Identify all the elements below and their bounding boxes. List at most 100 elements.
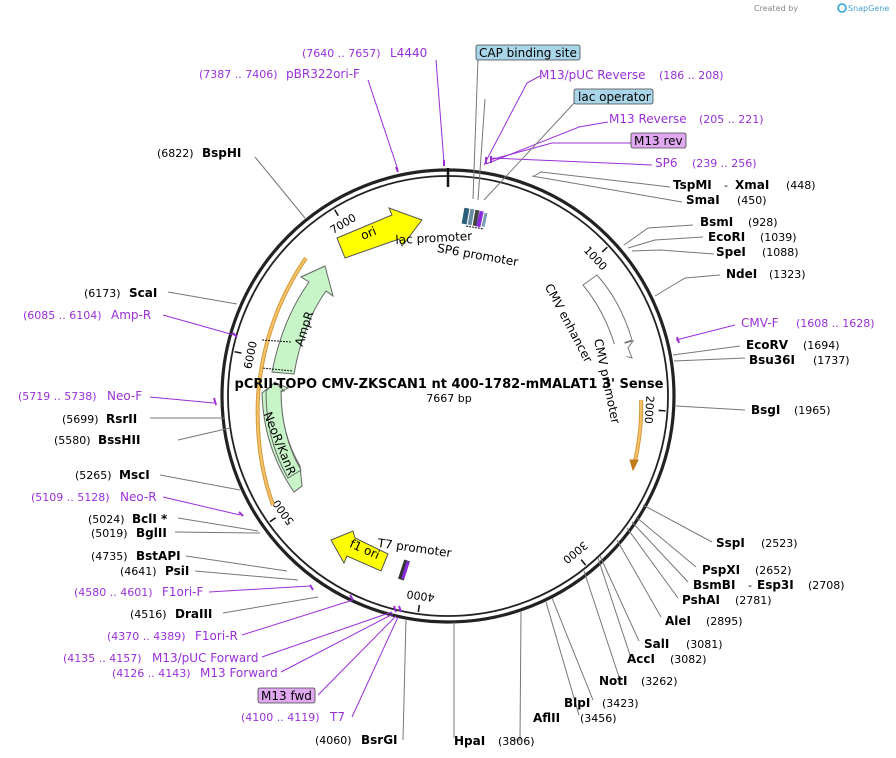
site-bsphi-pos: (6822) <box>157 147 194 160</box>
site-cmvf-name[interactable]: CMV-F <box>741 316 779 330</box>
site-bsmbi-name[interactable]: BsmBI <box>693 578 735 592</box>
site-hpai-pos: (3806) <box>498 735 535 748</box>
site-bsshii-pos: (5580) <box>54 434 91 447</box>
site-t7-pos: (4100 .. 4119) <box>241 711 320 724</box>
site-pshai-name[interactable]: PshAI <box>682 593 720 607</box>
site-bsmbi-pos: (2708) <box>808 579 845 592</box>
cap-binding-site-box[interactable]: CAP binding site <box>475 44 581 61</box>
site-bsgi-pos: (1965) <box>794 404 831 417</box>
site-tspmi-name[interactable]: TspMI <box>673 178 712 192</box>
site-m13-rev-name[interactable]: M13 Reverse <box>609 112 687 126</box>
site-rsrii-name[interactable]: RsrII <box>106 412 137 426</box>
m13-rev-label: M13 rev <box>634 134 683 148</box>
site-ecorv-name[interactable]: EcoRV <box>746 338 789 352</box>
leader-lines <box>149 57 746 741</box>
tick-mark-6000 <box>234 350 242 354</box>
site-alei-name[interactable]: AleI <box>665 614 691 628</box>
tick-mark-3000 <box>580 559 587 566</box>
ampr-feature[interactable] <box>271 265 334 375</box>
site-ecorv-pos: (1694) <box>803 339 840 352</box>
site-aflii-name[interactable]: AflII <box>533 711 560 725</box>
site-sali-name[interactable]: SalI <box>644 637 669 651</box>
site-m13-rev-pos: (205 .. 221) <box>699 113 764 126</box>
site-bcli-name[interactable]: BclI * <box>132 512 168 526</box>
site-l4440-name[interactable]: L4440 <box>390 46 427 60</box>
site-sp6-name[interactable]: SP6 <box>655 156 678 170</box>
site-sspi-pos: (2523) <box>761 537 798 550</box>
site-m13-fwd-pos: (4126 .. 4143) <box>112 667 191 680</box>
site-draiii-name[interactable]: DraIII <box>175 607 212 621</box>
site-bsu36i-name[interactable]: Bsu36I <box>749 353 795 367</box>
site-xmai-name[interactable]: XmaI <box>735 178 769 192</box>
site-pbr322-pos: (7387 .. 7406) <box>199 68 278 81</box>
tick-label-6000: 6000 <box>241 340 259 370</box>
site-pspxi-name[interactable]: PspXI <box>702 563 740 577</box>
site-pshai-pos: (2781) <box>735 594 772 607</box>
site-f1orir-name[interactable]: F1ori-R <box>195 629 238 643</box>
site-neof-name[interactable]: Neo-F <box>107 389 142 403</box>
ori-feature[interactable] <box>336 207 423 259</box>
site-sali-pos: (3081) <box>686 638 723 651</box>
site-pbr322-name[interactable]: pBR322ori-F <box>286 67 360 81</box>
lac-operator-box[interactable]: lac operator <box>573 88 654 105</box>
site-bstapi-name[interactable]: BstAPI <box>136 549 181 563</box>
site-neof-pos: (5719 .. 5738) <box>18 390 97 403</box>
site-msci-name[interactable]: MscI <box>119 468 150 482</box>
site-sspi-name[interactable]: SspI <box>716 536 745 550</box>
site-blpi-name[interactable]: BlpI <box>564 696 590 710</box>
tick-mark-7000 <box>334 209 339 217</box>
site-hpai-name[interactable]: HpaI <box>454 734 485 748</box>
site-bsphi-name[interactable]: BspHI <box>202 146 241 160</box>
site-draiii-pos: (4516) <box>130 608 167 621</box>
site-t7-name[interactable]: T7 <box>329 710 345 724</box>
site-esp3i-name[interactable]: Esp3I <box>757 578 794 592</box>
site-ndei-name[interactable]: NdeI <box>726 267 757 281</box>
site-smai-pos: (450) <box>737 194 767 207</box>
tick-mark-4000 <box>417 604 421 613</box>
cmv-enhancer-label: CMV enhancer <box>542 281 595 365</box>
site-m13puc-rev-pos: (186 .. 208) <box>659 69 724 82</box>
tick-label-3000: 3000 <box>560 538 590 566</box>
site-aflii-pos: (3456) <box>580 712 617 725</box>
site-f1orif-name[interactable]: F1ori-F <box>162 585 203 599</box>
site-neor-name[interactable]: Neo-R <box>120 490 157 504</box>
site-pspxi-pos: (2652) <box>755 564 792 577</box>
f1ori-feature[interactable] <box>330 530 389 572</box>
site-bsshii-name[interactable]: BssHII <box>98 433 140 447</box>
tick-mark-5000 <box>269 517 277 523</box>
site-bglii-name[interactable]: BglII <box>136 526 167 540</box>
site-ndei-pos: (1323) <box>769 268 806 281</box>
site-ecori-name[interactable]: EcoRI <box>708 230 745 244</box>
site-blpi-pos: (3423) <box>602 697 639 710</box>
site-bsmi-name[interactable]: BsmI <box>700 215 733 229</box>
sp6-block <box>476 210 484 228</box>
site-spei-pos: (1088) <box>762 246 799 259</box>
site-bsmi-pos: (928) <box>748 216 778 229</box>
site-spei-name[interactable]: SpeI <box>716 245 746 259</box>
site-noti-name[interactable]: NotI <box>599 674 628 688</box>
site-smai-name[interactable]: SmaI <box>686 193 720 207</box>
site-acci-name[interactable]: AccI <box>627 652 655 666</box>
site-psii-pos: (4641) <box>120 565 157 578</box>
site-psii-name[interactable]: PsiI <box>165 564 189 578</box>
site-bsgi-name[interactable]: BsgI <box>751 403 780 417</box>
site-m13-fwd-name[interactable]: M13 Forward <box>200 666 278 680</box>
m13-fwd-box[interactable]: M13 fwd <box>257 687 316 704</box>
site-bsrgi-name[interactable]: BsrGI <box>361 733 398 747</box>
plasmid-size: 7667 bp <box>426 392 471 405</box>
site-m13puc-rev-name[interactable]: M13/pUC Reverse <box>539 68 646 82</box>
svg-text:-: - <box>748 579 752 592</box>
site-m13puc-fwd-name[interactable]: M13/pUC Forward <box>152 651 259 665</box>
site-ampr-name[interactable]: Amp-R <box>111 308 151 322</box>
site-acci-pos: (3082) <box>670 653 707 666</box>
site-scai-name[interactable]: ScaI <box>129 286 157 300</box>
site-bsu36i-pos: (1737) <box>813 354 850 367</box>
m13-rev-box[interactable]: M13 rev <box>630 132 687 149</box>
left-labels: (7640 .. 7657) L4440 (7387 .. 7406) pBR3… <box>18 46 427 747</box>
site-m13puc-fwd-pos: (4135 .. 4157) <box>63 652 142 665</box>
tick-label-2000: 2000 <box>642 395 657 424</box>
cap-block <box>461 207 470 225</box>
cmv-enhancer-feature[interactable] <box>582 274 633 347</box>
tick-label-4000: 4000 <box>406 587 436 604</box>
